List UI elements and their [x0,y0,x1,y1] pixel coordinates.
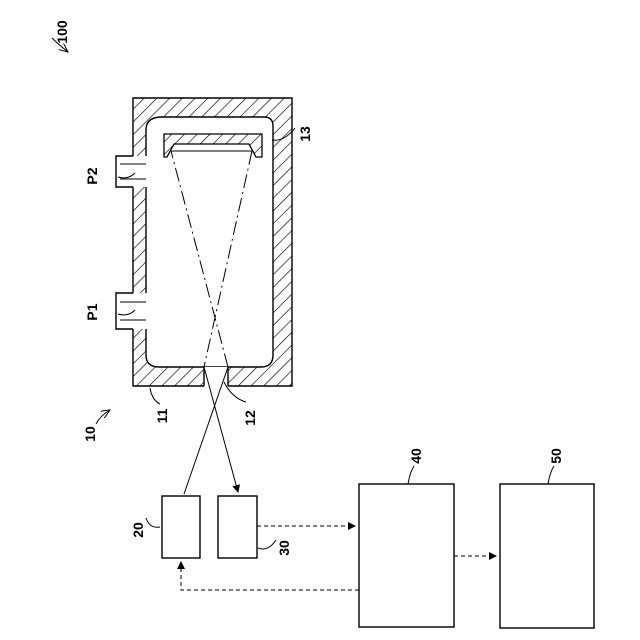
label-light-source: 20 [130,522,146,538]
label-apparatus: 10 [82,426,98,442]
label-mirror: 13 [297,126,313,142]
output-box [500,484,594,628]
label-output: 50 [548,448,564,464]
label-port-1: P1 [84,303,100,320]
signal-processor-to-source [181,562,359,590]
leader-detector [258,540,276,549]
label-port-2: P2 [84,167,100,184]
apparatus-pointer-arrow [96,410,110,424]
beam-in-inside [171,151,228,367]
label-system: 100 [54,20,70,44]
processor-box [359,484,454,627]
label-window: 12 [242,410,258,426]
leader-processor [408,466,414,484]
light-source-box [162,496,200,558]
port-p1 [116,293,148,329]
detector-box [218,496,257,558]
leader-chamber [150,388,160,404]
label-detector: 30 [276,540,292,556]
leader-light-source [146,518,160,527]
mirror [164,134,262,157]
leader-output [548,466,554,484]
beam-out-inside [204,151,252,367]
port-p2 [116,156,148,187]
label-processor: 40 [408,448,424,464]
label-chamber: 11 [154,408,170,423]
